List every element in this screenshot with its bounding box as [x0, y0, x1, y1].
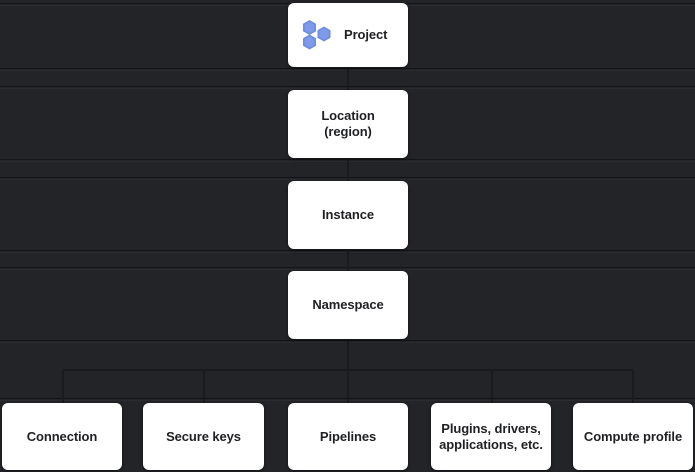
backdrop-band	[0, 86, 695, 87]
node-secure-keys-label: Secure keys	[166, 428, 241, 444]
connector-bus-connection	[62, 369, 64, 403]
node-secure-keys[interactable]: Secure keys	[143, 403, 264, 470]
node-location[interactable]: Location (region)	[288, 90, 408, 158]
node-project-label: Project	[344, 27, 388, 42]
hexagons-icon	[300, 19, 334, 51]
backdrop-band	[0, 68, 695, 69]
connector-bus-secure-keys	[203, 369, 205, 403]
node-plugins-label: Plugins, drivers, applications, etc.	[439, 420, 543, 452]
backdrop-band	[0, 398, 695, 399]
node-pipelines-label: Pipelines	[319, 428, 377, 444]
node-connection-label: Connection	[26, 428, 98, 444]
backdrop-band	[0, 70, 695, 71]
backdrop-band	[0, 340, 695, 341]
connector-bus-plugins	[491, 369, 493, 403]
node-location-label: Location (region)	[321, 108, 375, 139]
connector-location-instance	[347, 158, 349, 181]
connector-namespace-bus	[347, 339, 349, 369]
node-project[interactable]: Project	[288, 3, 408, 67]
connector-bus	[62, 369, 633, 371]
node-compute-profile-label: Compute profile	[583, 428, 683, 444]
node-namespace[interactable]: Namespace	[288, 271, 408, 339]
backdrop-band	[0, 88, 695, 89]
backdrop-band	[0, 179, 695, 180]
backdrop-band	[0, 269, 695, 270]
backdrop-band	[0, 342, 695, 343]
node-instance[interactable]: Instance	[288, 181, 408, 249]
node-plugins[interactable]: Plugins, drivers, applications, etc.	[431, 403, 551, 470]
connector-bus-compute-profile	[632, 369, 634, 403]
backdrop-band	[0, 400, 695, 401]
backdrop-band	[0, 250, 695, 251]
connector-project-location	[347, 67, 349, 90]
backdrop-band	[0, 159, 695, 160]
backdrop-band	[0, 252, 695, 253]
connector-bus-pipelines	[347, 369, 349, 403]
backdrop-band	[0, 161, 695, 162]
backdrop-band	[0, 177, 695, 178]
node-namespace-label: Namespace	[312, 297, 384, 312]
node-pipelines[interactable]: Pipelines	[288, 403, 408, 470]
backdrop-band	[0, 267, 695, 268]
node-compute-profile[interactable]: Compute profile	[573, 403, 693, 470]
node-instance-label: Instance	[322, 207, 374, 222]
connector-instance-namespace	[347, 249, 349, 271]
node-connection[interactable]: Connection	[2, 403, 122, 470]
